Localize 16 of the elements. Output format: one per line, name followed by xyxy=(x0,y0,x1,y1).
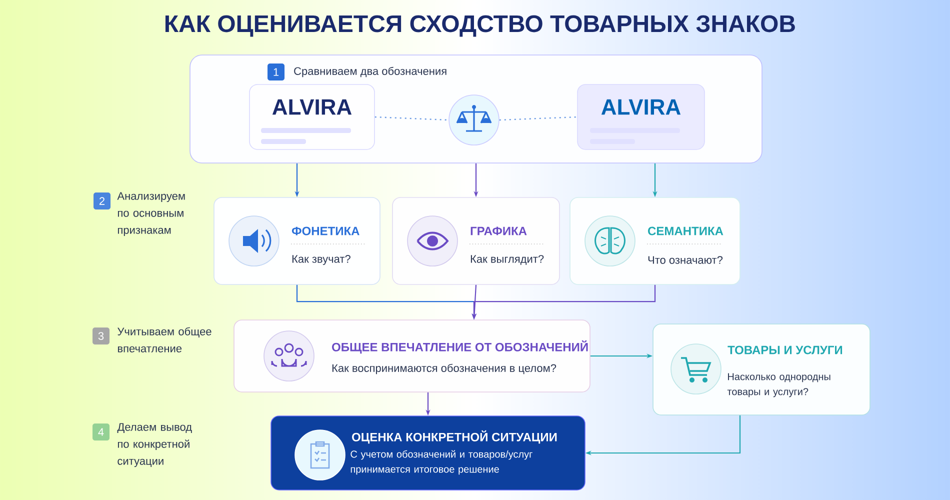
dotted-line xyxy=(499,116,578,121)
scales-icon xyxy=(448,94,500,146)
conclusion-card: ОЦЕНКА КОНКРЕТНОЙ СИТУАЦИИ С учетом обозначений и товаров/услуг принимается итоговое решение xyxy=(270,416,586,490)
word-card: ALVIRA xyxy=(577,84,705,150)
step-number: 2 xyxy=(94,192,111,210)
step-number: 3 xyxy=(92,328,110,344)
step-caption: Анализируем по основным признакам xyxy=(117,192,185,236)
result-card: ОБЩЕЕ ВПЕЧАТЛЕНИЕ ОТ ОБОЗНАЧЕНИЙ Как воспринимаются обозначения в целом? xyxy=(234,320,590,392)
step-caption: Делаем вывод по конкретной ситуации xyxy=(117,423,192,468)
step-number: 1 xyxy=(268,64,284,80)
step-caption: Учитываем общее впечатление xyxy=(118,327,212,352)
title: КАК ОЦЕНИВАЕТСЯ СХОДСТВО ТОВАРНЫХ ЗНАКОВ xyxy=(165,15,795,37)
dotted-line xyxy=(374,116,449,121)
category-card: ТОВАРЫ И УСЛУГИ Насколько однородны товары и услуги? xyxy=(652,324,870,416)
step-number: 4 xyxy=(92,424,110,440)
word-card: ALVIRA xyxy=(249,84,375,150)
